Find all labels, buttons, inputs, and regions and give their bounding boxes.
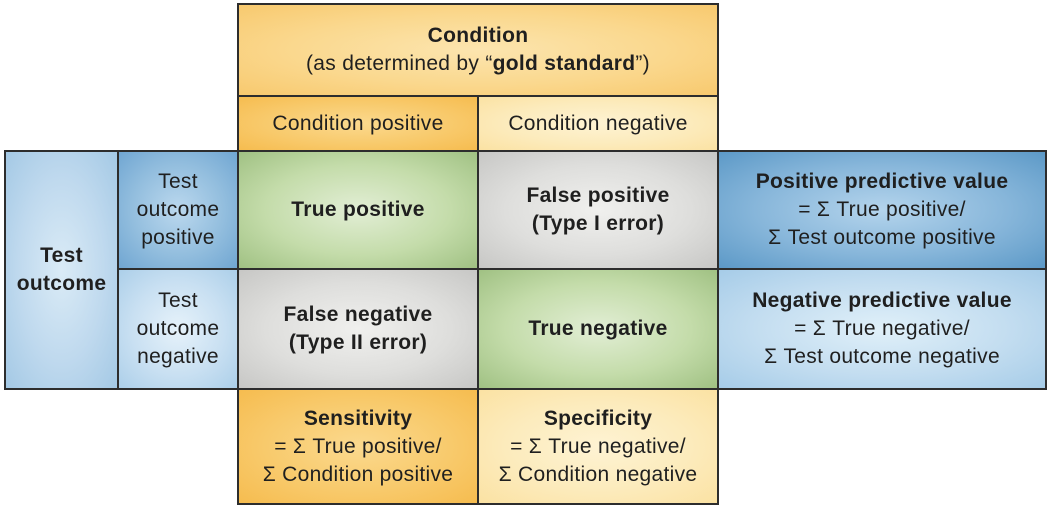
test-outcome-positive-line3: positive [141,226,215,249]
condition-negative-label: Condition negative [508,111,688,135]
false-negative-label: False negative [283,303,433,326]
true-positive-cell: True positive [237,150,479,270]
true-negative-label: True negative [528,317,668,340]
condition-title: Condition [427,24,529,47]
false-positive-label: False positive [526,184,670,207]
false-negative-sublabel: (Type II error) [288,331,428,354]
test-outcome-positive-header: Test outcome positive [117,150,239,270]
ppv-cell: Positive predictive value = Σ True posit… [717,150,1047,270]
true-positive-label: True positive [291,198,425,221]
ppv-formula-line2: = Σ True positive/ [798,198,966,221]
test-outcome-positive-line2: outcome [136,198,220,221]
condition-header-cell: Condition (as determined by “gold standa… [237,3,719,97]
condition-positive-label: Condition positive [272,111,444,135]
condition-subtitle-pre: (as determined by “ [306,52,493,75]
sensitivity-formula-line2: = Σ True positive/ [274,434,442,458]
condition-positive-header: Condition positive [237,95,479,152]
specificity-formula-line2: = Σ True negative/ [510,434,686,458]
ppv-formula-line3: Σ Test outcome positive [768,226,996,249]
condition-subtitle: (as determined by “gold standard”) [306,50,650,78]
false-positive-sublabel: (Type I error) [531,212,665,235]
npv-formula-line3: Σ Test outcome negative [764,345,1000,368]
specificity-formula-line3: Σ Condition negative [498,462,698,486]
sensitivity-formula-line3: Σ Condition positive [262,462,454,486]
true-negative-cell: True negative [477,268,719,390]
sensitivity-cell: Sensitivity = Σ True positive/ Σ Conditi… [237,388,479,505]
specificity-title: Specificity [543,406,653,430]
test-outcome-negative-header: Test outcome negative [117,268,239,390]
condition-negative-header: Condition negative [477,95,719,152]
test-outcome-negative-line1: Test [158,289,198,312]
test-outcome-group-cell: Test outcome [4,150,119,390]
sensitivity-title: Sensitivity [303,406,413,430]
test-outcome-positive-line1: Test [158,170,198,193]
specificity-cell: Specificity = Σ True negative/ Σ Conditi… [477,388,719,505]
npv-cell: Negative predictive value = Σ True negat… [717,268,1047,390]
condition-subtitle-post: ”) [635,52,650,75]
npv-formula-line2: = Σ True negative/ [794,317,970,340]
npv-title: Negative predictive value [752,289,1012,312]
ppv-title: Positive predictive value [755,170,1009,193]
condition-subtitle-bold: gold standard [492,52,636,75]
test-outcome-label-line2: outcome [16,272,107,295]
false-positive-cell: False positive (Type I error) [477,150,719,270]
test-outcome-label-line1: Test [40,244,83,267]
test-outcome-negative-line3: negative [137,345,219,368]
test-outcome-negative-line2: outcome [136,317,220,340]
false-negative-cell: False negative (Type II error) [237,268,479,390]
